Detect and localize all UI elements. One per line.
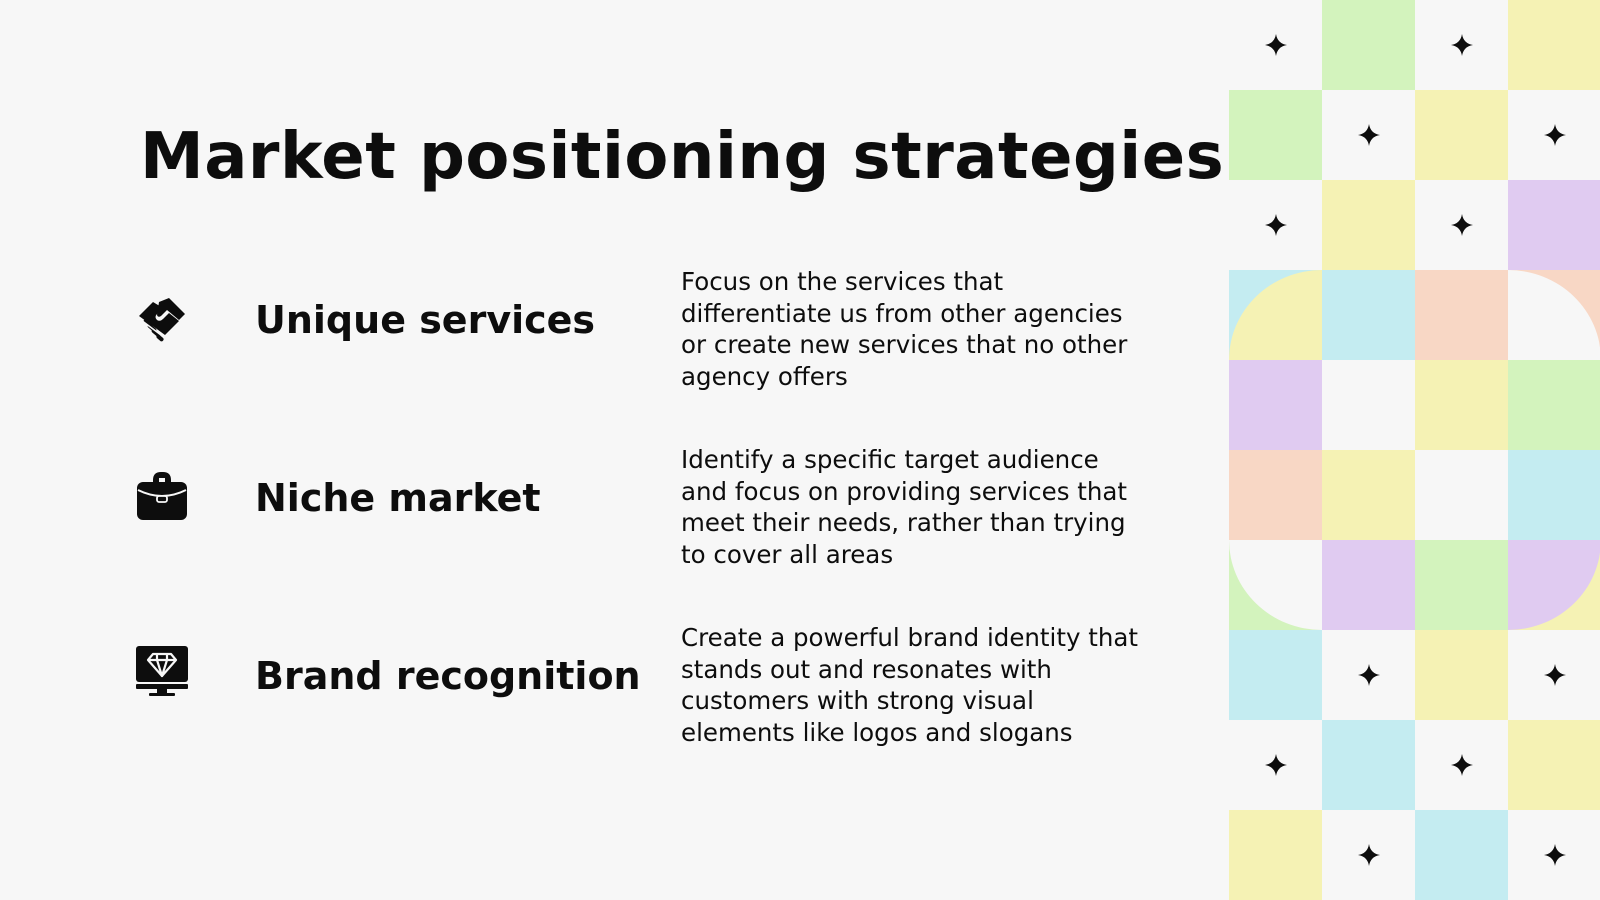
sparkle-star-icon — [1264, 214, 1287, 236]
handshake-icon — [135, 294, 189, 348]
pattern-tile — [1415, 630, 1508, 720]
pattern-tile — [1229, 540, 1322, 630]
pattern-tile — [1229, 180, 1322, 270]
pattern-tile — [1229, 0, 1322, 90]
pattern-tile — [1508, 270, 1600, 360]
pattern-tile — [1508, 540, 1600, 630]
monitor-diamond-icon — [135, 644, 189, 698]
sparkle-star-icon — [1543, 664, 1566, 686]
pattern-tile — [1508, 630, 1600, 720]
pattern-tile — [1415, 450, 1508, 540]
item-description: Identify a specific target audience and … — [681, 445, 1128, 569]
sparkle-star-icon — [1357, 664, 1380, 686]
strategy-item-niche-market: Niche market Identify a specific target … — [0, 440, 1180, 570]
sparkle-star-icon — [1543, 844, 1566, 866]
slide-title: Market positioning strategies — [140, 120, 1225, 194]
pattern-tile — [1229, 270, 1322, 360]
pattern-tile — [1508, 720, 1600, 810]
sparkle-star-icon — [1264, 754, 1287, 776]
pattern-tile — [1322, 360, 1415, 450]
pattern-tile — [1415, 810, 1508, 900]
sparkle-star-icon — [1357, 844, 1380, 866]
pattern-tile — [1229, 360, 1322, 450]
item-label: Unique services — [255, 298, 596, 342]
pattern-tile — [1322, 450, 1415, 540]
pattern-tile — [1508, 360, 1600, 450]
decorative-pattern — [1229, 0, 1600, 900]
sparkle-star-icon — [1264, 34, 1287, 56]
pattern-tile — [1508, 450, 1600, 540]
sparkle-star-icon — [1450, 754, 1473, 776]
pattern-tile — [1415, 540, 1508, 630]
pattern-tile — [1229, 450, 1322, 540]
briefcase-icon — [135, 468, 189, 522]
pattern-tile — [1415, 720, 1508, 810]
pattern-tile — [1322, 180, 1415, 270]
strategy-item-brand-recognition: Brand recognition Create a powerful bran… — [0, 618, 1180, 748]
pattern-tile — [1415, 90, 1508, 180]
pattern-tile — [1229, 630, 1322, 720]
pattern-tile — [1508, 810, 1600, 900]
pattern-tile — [1229, 810, 1322, 900]
pattern-tile — [1229, 90, 1322, 180]
item-description: Create a powerful brand identity that st… — [681, 623, 1138, 747]
pattern-tile — [1322, 810, 1415, 900]
pattern-tile — [1322, 630, 1415, 720]
item-label: Brand recognition — [255, 654, 641, 698]
pattern-tile — [1415, 0, 1508, 90]
pattern-tile — [1322, 270, 1415, 360]
sparkle-star-icon — [1450, 34, 1473, 56]
sparkle-star-icon — [1543, 124, 1566, 146]
item-label: Niche market — [255, 476, 541, 520]
pattern-tile — [1415, 180, 1508, 270]
pattern-tile — [1229, 720, 1322, 810]
sparkle-star-icon — [1357, 124, 1380, 146]
pattern-tile — [1508, 180, 1600, 270]
pattern-tile — [1322, 90, 1415, 180]
pattern-tile — [1415, 270, 1508, 360]
pattern-tile — [1508, 90, 1600, 180]
pattern-tile — [1322, 720, 1415, 810]
pattern-tile — [1322, 0, 1415, 90]
item-description: Focus on the services that differentiate… — [681, 267, 1128, 391]
strategy-item-unique-services: Unique services Focus on the services th… — [0, 262, 1180, 392]
pattern-tile — [1508, 0, 1600, 90]
pattern-tile — [1415, 360, 1508, 450]
sparkle-star-icon — [1450, 214, 1473, 236]
pattern-tile — [1322, 540, 1415, 630]
